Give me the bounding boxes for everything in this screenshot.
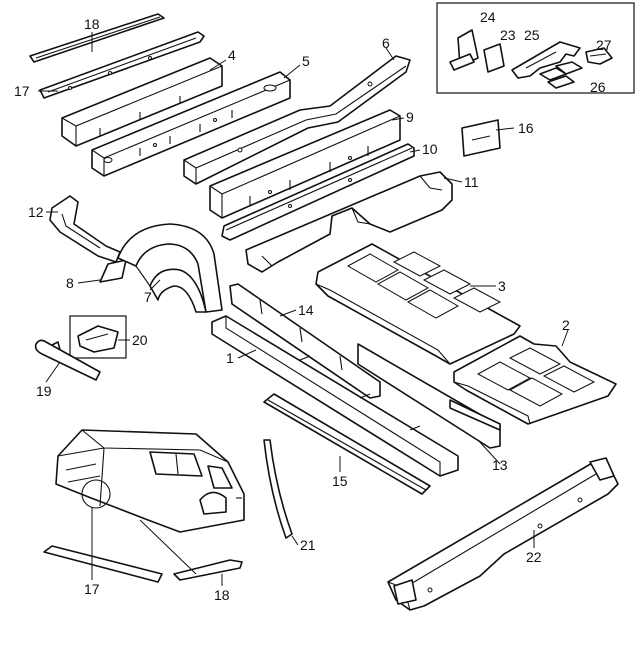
label-26: 26 (590, 79, 606, 95)
part-6-heel-board (183, 55, 411, 185)
label-21: 21 (300, 537, 316, 553)
part-labels: 18 17 4 5 6 9 10 11 16 12 8 7 3 2 14 1 2… (14, 9, 612, 603)
part-24-bracket (449, 29, 479, 71)
leader-lines (38, 32, 569, 586)
label-18-bottom: 18 (214, 587, 230, 603)
label-12: 12 (28, 204, 44, 220)
part-10-rail (221, 143, 415, 241)
label-19: 19 (36, 383, 52, 399)
part-14-panel (229, 283, 381, 399)
label-27: 27 (596, 37, 612, 53)
part-16-panel (461, 119, 501, 157)
label-25: 25 (524, 27, 540, 43)
label-18-top: 18 (84, 16, 100, 32)
part-2-floor-section (453, 335, 617, 425)
part-11-rear-floor (245, 171, 453, 273)
label-8: 8 (66, 275, 74, 291)
part-18-strip-bottom (173, 559, 243, 581)
car-body-shell (55, 429, 245, 533)
label-11: 11 (464, 174, 479, 190)
label-10: 10 (422, 141, 438, 157)
label-7: 7 (144, 289, 152, 305)
part-25-reinforcement (511, 41, 581, 79)
label-1: 1 (226, 350, 234, 366)
label-14: 14 (298, 302, 314, 318)
part-26-plates (539, 61, 583, 89)
part-7-wheel-arch (117, 223, 223, 313)
part-15-sill-strip (263, 393, 431, 495)
label-3: 3 (498, 278, 506, 294)
part-9-cross-panel (209, 109, 401, 219)
label-22: 22 (526, 549, 542, 565)
part-4-sill-channel (61, 57, 223, 147)
label-16: 16 (518, 120, 534, 136)
part-17-strip-bottom (43, 545, 163, 583)
label-15: 15 (332, 473, 348, 489)
part-5-crossmember (91, 71, 291, 177)
label-17-top: 17 (14, 83, 30, 99)
part-27-clip (585, 47, 613, 65)
part-21-pillar-strip (263, 439, 293, 539)
inset-box (436, 2, 635, 94)
part-17-rail-top (39, 31, 205, 99)
part-8-gusset (99, 259, 127, 283)
label-20: 20 (132, 332, 148, 348)
label-9: 9 (406, 109, 414, 125)
label-24: 24 (480, 9, 496, 25)
part-19-tube (34, 339, 101, 381)
part-23-plate (483, 43, 505, 73)
label-5: 5 (302, 53, 310, 69)
label-17-bottom: 17 (84, 581, 100, 597)
label-13: 13 (492, 457, 508, 473)
part-12-bracket (49, 195, 121, 263)
label-23: 23 (500, 27, 516, 43)
part-22-crossmember (387, 457, 619, 611)
label-2: 2 (562, 317, 570, 333)
label-6: 6 (382, 35, 390, 51)
part-1-sill (211, 315, 459, 477)
part-13-panel (357, 343, 501, 449)
part-18-sill-strip-top (29, 13, 165, 63)
label-4: 4 (228, 47, 236, 63)
part-3-ribs (346, 251, 502, 319)
part-3-front-floor (315, 243, 521, 365)
